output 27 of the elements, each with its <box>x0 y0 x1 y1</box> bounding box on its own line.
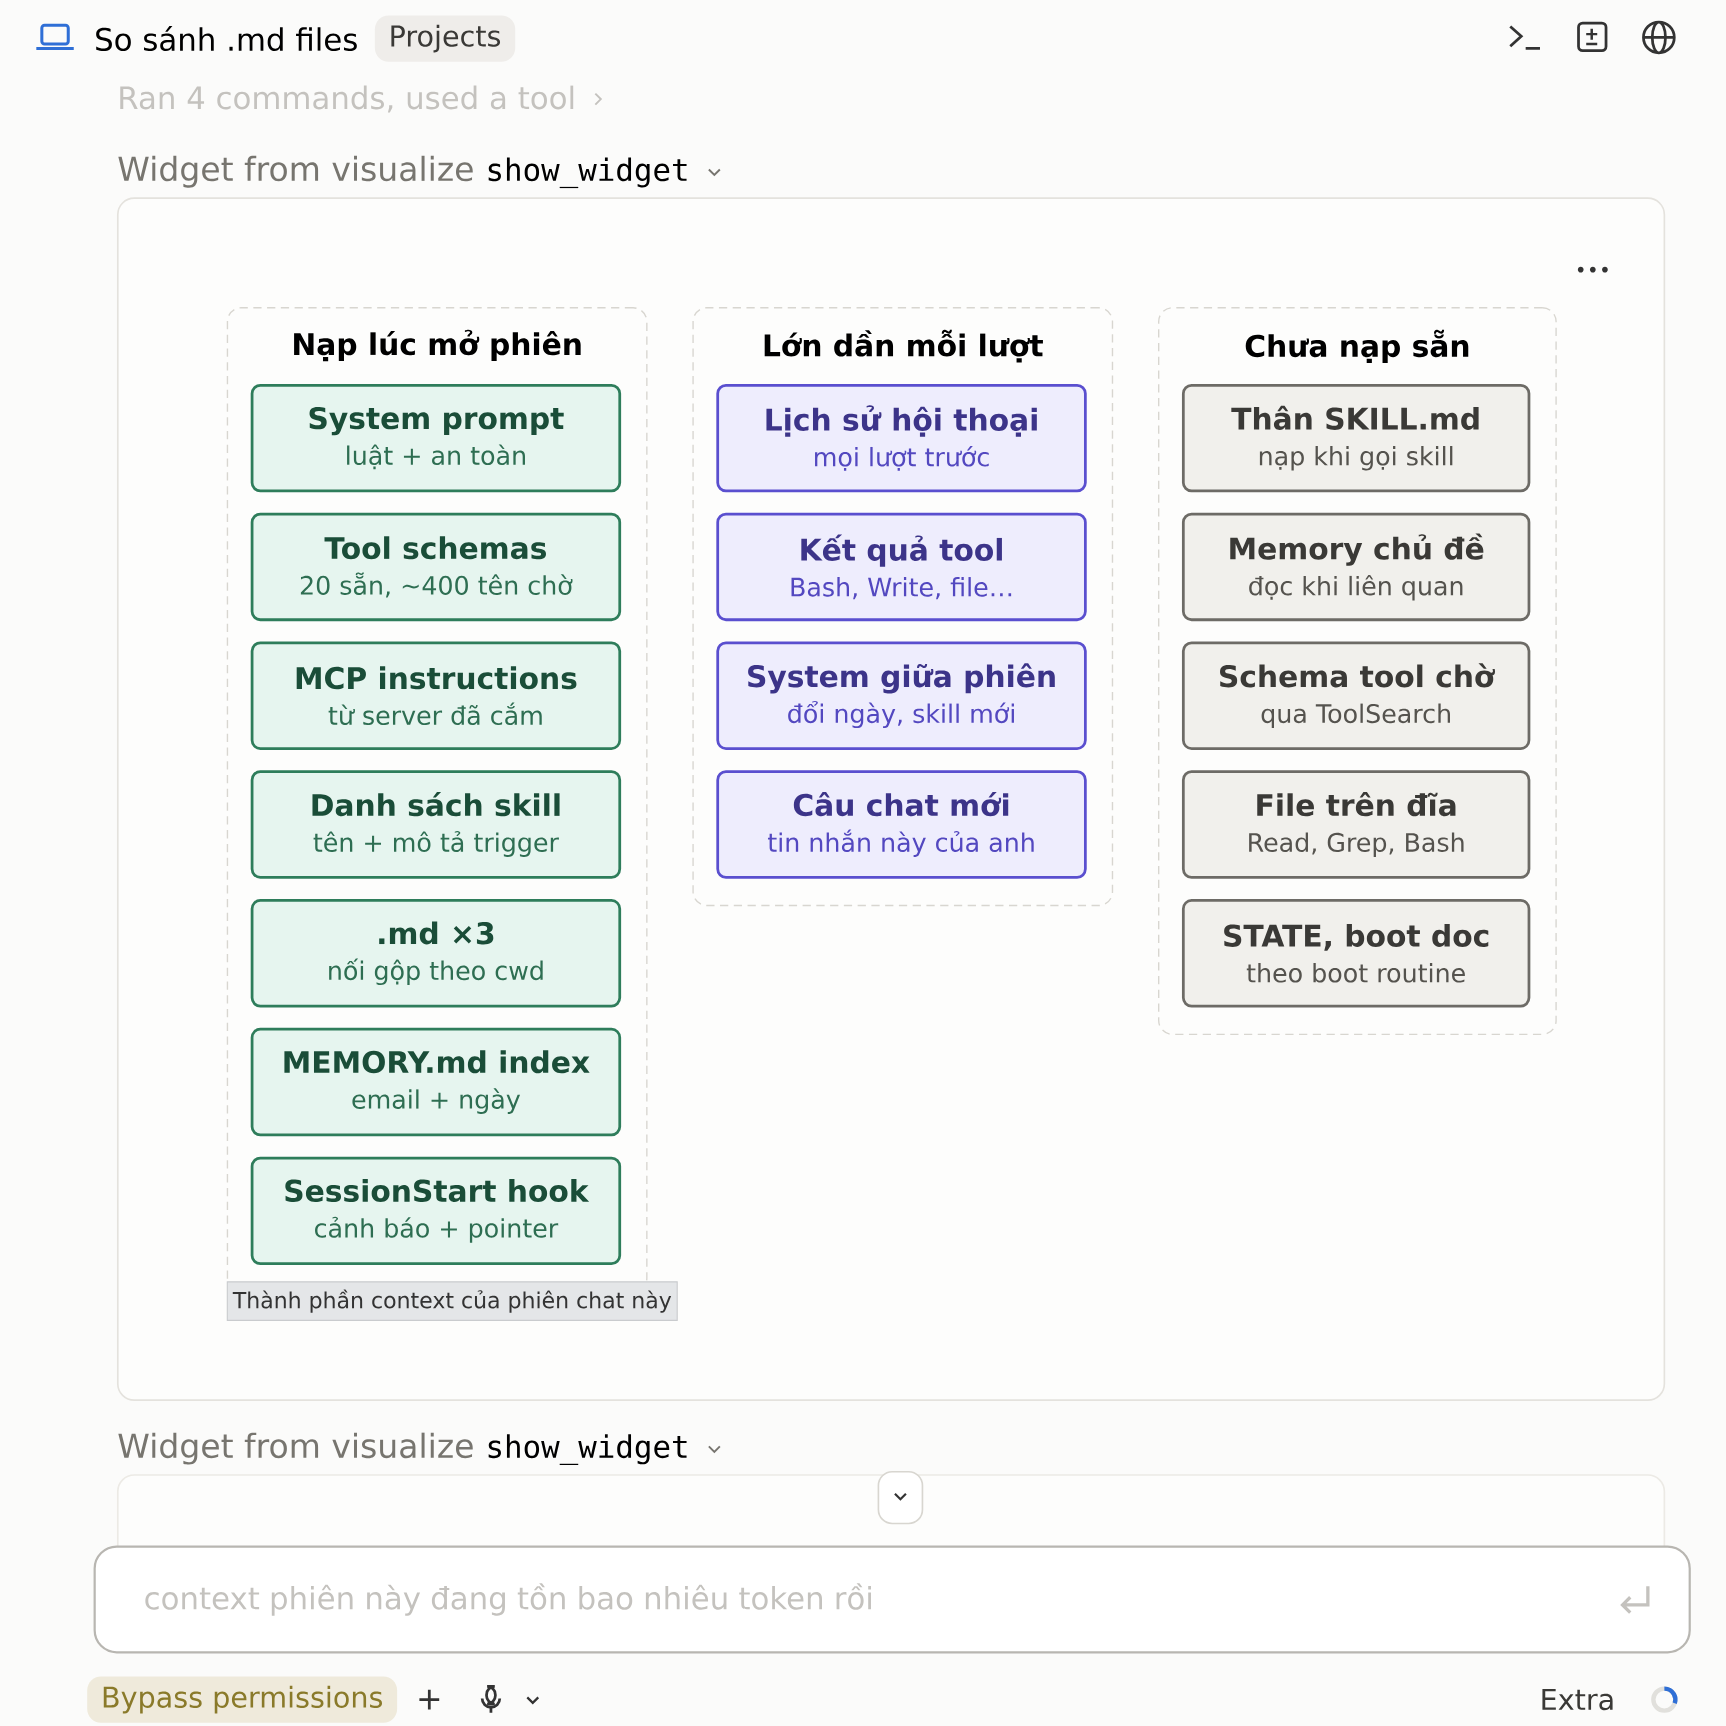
card-box: MCP instructions từ server đã cắm <box>250 641 622 750</box>
card-box: Schema tool chờ qua ToolSearch <box>1181 641 1531 750</box>
card-box: Danh sách skill tên + mô tả trigger <box>250 770 622 879</box>
option-text: Extra <box>1542 1689 1613 1711</box>
card-box: Thân SKILL.md nạp khi gọi skill <box>1181 383 1531 493</box>
input-field: context phiên này đang tồn bao nhiêu token rồi <box>93 1545 1691 1654</box>
card-box: System giữa phiên đổi ngày, skill mới <box>716 641 1087 750</box>
card-box: File trên đĩa Read, Grep, Bash <box>1181 770 1531 879</box>
section-heading: Widget from visualize <box>118 155 473 188</box>
tag-pill: Projects <box>374 15 516 62</box>
card-box: Memory chủ đề đọc khi liên quan <box>1181 512 1531 622</box>
section-heading: Widget from visualize <box>118 1432 473 1465</box>
card-box: Tool schemas 20 sẵn, ~400 tên chờ <box>250 512 622 622</box>
mode-pill: Bypass permissions <box>87 1676 398 1723</box>
card-box: Kết quả tool Bash, Write, file… <box>716 512 1087 622</box>
card-box: Lịch sử hội thoại mọi lượt trước <box>716 383 1087 493</box>
chat-title: So sánh .md files <box>96 26 357 52</box>
card-box: .md ×3 nối gộp theo cwd <box>250 899 622 1008</box>
status-text: Ran 4 commands, used a tool <box>120 85 574 113</box>
tooltip: Thành phần context của phiên chat này <box>226 1281 678 1321</box>
card-box: MEMORY.md index email + ngày <box>250 1027 622 1137</box>
card-box: Câu chat mới tin nhắn này của anh <box>716 770 1087 879</box>
code-name: show_widget <box>488 1434 687 1465</box>
code-name: show_widget <box>488 157 687 189</box>
card-box: System prompt luật + an toàn <box>250 383 622 493</box>
card-box: STATE, boot doc theo boot routine <box>1181 899 1531 1008</box>
card-box: SessionStart hook cảnh báo + pointer <box>250 1156 622 1266</box>
